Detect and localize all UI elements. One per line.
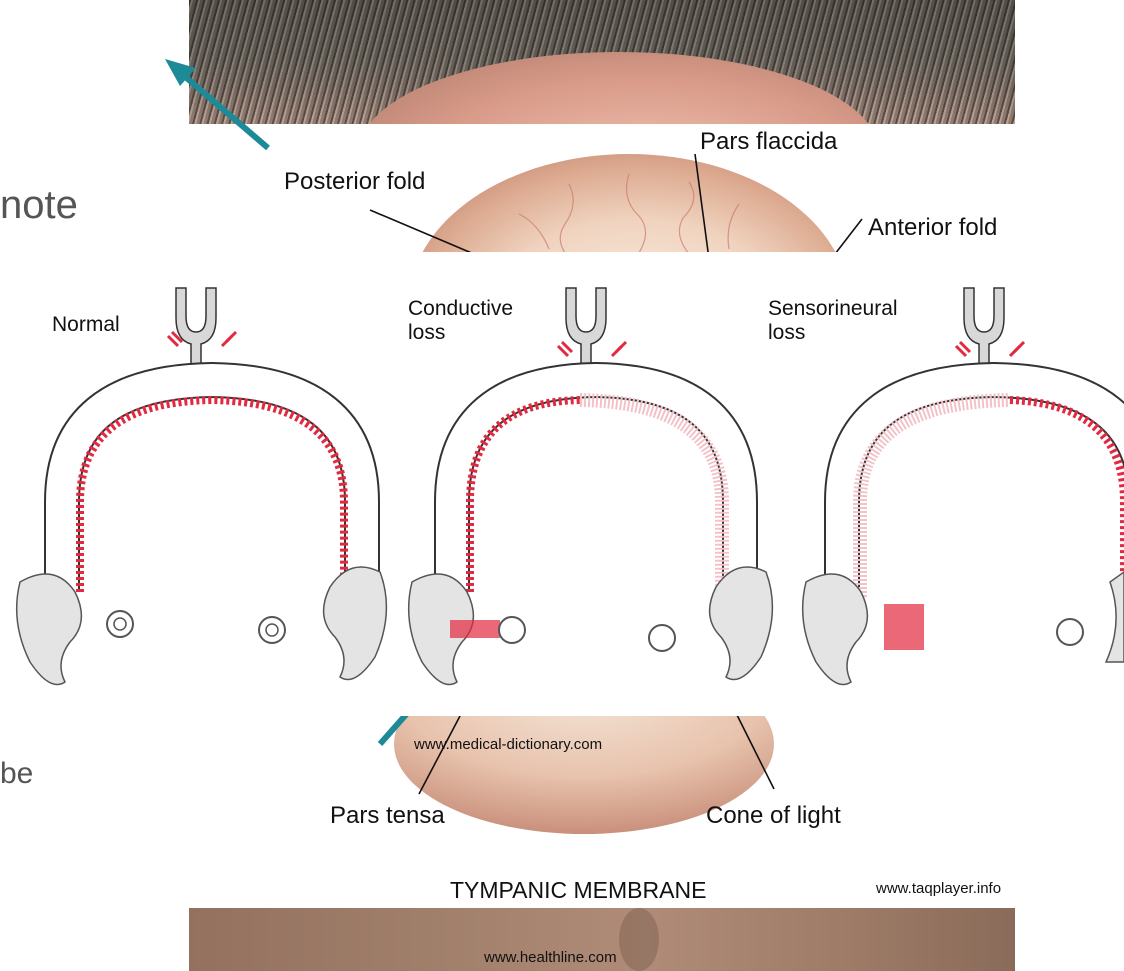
panel-normal [17, 288, 387, 685]
label-sensorineural: Sensorineural [768, 298, 898, 320]
arrow-upper [165, 59, 268, 148]
ear-right-icon [259, 567, 386, 680]
sound-wave-normal [80, 400, 344, 592]
panel-conductive-loss [409, 288, 773, 685]
ear-left-icon [803, 574, 924, 685]
panel-sensorineural-loss [803, 288, 1124, 685]
sound-wave-sensorineural-dotted [860, 400, 1010, 597]
credit-medical-dictionary: www.medical-dictionary.com [414, 736, 602, 753]
ear-left-icon [409, 574, 525, 685]
hearing-test-overlay [0, 252, 1124, 716]
ear-right-icon [1057, 572, 1124, 662]
label-sensorineural-loss: loss [768, 322, 805, 344]
label-conductive-loss: loss [408, 322, 445, 344]
hearing-test-svg [0, 252, 1124, 716]
label-conductive: Conductive [408, 298, 513, 320]
ear-right-icon [649, 567, 772, 680]
ear-left-icon [17, 574, 133, 685]
label-normal: Normal [52, 314, 120, 336]
